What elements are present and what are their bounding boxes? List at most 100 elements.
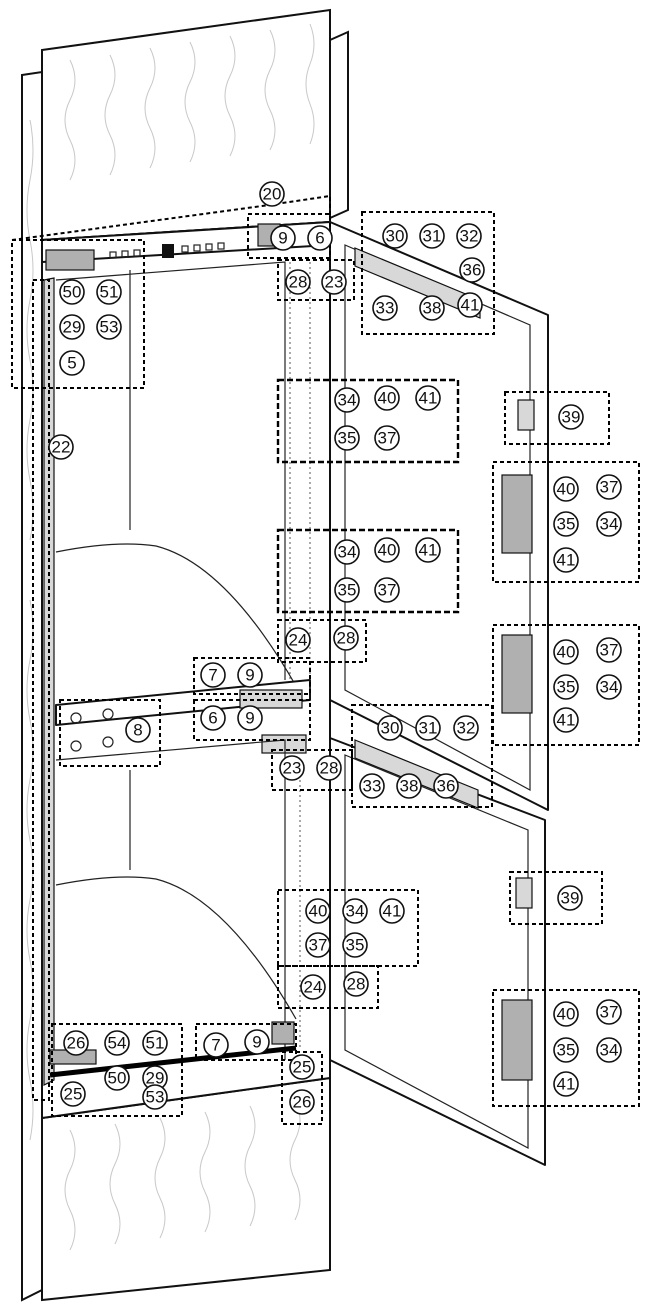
callout-34: 34 (334, 539, 360, 565)
svg-text:28: 28 (337, 629, 356, 648)
svg-text:35: 35 (346, 936, 365, 955)
callout-37: 37 (305, 932, 331, 958)
top-left-trim-block (45, 249, 95, 271)
svg-text:37: 37 (600, 478, 619, 497)
svg-text:34: 34 (600, 678, 619, 697)
callout-40: 40 (374, 385, 400, 411)
svg-text:39: 39 (562, 408, 581, 427)
svg-text:41: 41 (461, 296, 480, 315)
svg-text:41: 41 (383, 902, 402, 921)
callout-41: 41 (379, 898, 405, 924)
svg-text:34: 34 (338, 543, 357, 562)
callout-50: 50 (104, 1065, 130, 1091)
callout-26: 26 (63, 1030, 89, 1056)
svg-text:6: 6 (315, 229, 324, 248)
callout-51: 51 (96, 279, 122, 305)
callout-38: 38 (396, 773, 422, 799)
callout-22: 22 (48, 434, 74, 460)
svg-text:40: 40 (557, 480, 576, 499)
upper-cabinet-panel (41, 8, 349, 242)
svg-text:9: 9 (252, 1033, 261, 1052)
callout-37: 37 (596, 637, 622, 663)
callout-frames (11, 194, 640, 1125)
callout-29: 29 (142, 1065, 168, 1091)
callout-31: 31 (419, 223, 445, 249)
mid-hinge-lower (261, 734, 307, 754)
svg-text:31: 31 (423, 227, 442, 246)
svg-text:41: 41 (419, 389, 438, 408)
svg-text:32: 32 (460, 227, 479, 246)
callout-39: 39 (557, 885, 583, 911)
callout-34: 34 (596, 1037, 622, 1063)
callout-36: 36 (459, 257, 485, 283)
callout-34: 34 (596, 511, 622, 537)
mounting-bracket-8 (70, 708, 114, 752)
fridge-body (41, 221, 331, 1119)
svg-text:35: 35 (338, 429, 357, 448)
svg-text:40: 40 (557, 643, 576, 662)
callout-50: 50 (59, 279, 85, 305)
svg-text:23: 23 (325, 273, 344, 292)
callout-41: 41 (553, 547, 579, 573)
svg-text:37: 37 (309, 936, 328, 955)
callout-30: 30 (382, 223, 408, 249)
callout-5: 5 (59, 350, 85, 376)
svg-text:30: 30 (386, 227, 405, 246)
callout-41: 41 (415, 537, 441, 563)
callout-40: 40 (553, 639, 579, 665)
callout-6: 6 (200, 705, 226, 731)
callout-38: 38 (419, 295, 445, 321)
svg-text:35: 35 (557, 1041, 576, 1060)
svg-text:50: 50 (63, 283, 82, 302)
svg-text:51: 51 (146, 1034, 165, 1053)
callout-41: 41 (553, 707, 579, 733)
svg-text:7: 7 (211, 1036, 220, 1055)
callout-34: 34 (596, 674, 622, 700)
callout-8: 8 (125, 717, 151, 743)
callout-25: 25 (289, 1054, 315, 1080)
callout-40: 40 (305, 898, 331, 924)
callout-30: 30 (377, 715, 403, 741)
callout-36: 36 (433, 773, 459, 799)
callout-7: 7 (203, 1032, 229, 1058)
svg-text:36: 36 (463, 261, 482, 280)
svg-text:26: 26 (67, 1034, 86, 1053)
svg-text:40: 40 (557, 1005, 576, 1024)
svg-text:34: 34 (338, 391, 357, 410)
callout-53: 53 (96, 314, 122, 340)
callout-37: 37 (374, 425, 400, 451)
callout-28: 28 (316, 755, 342, 781)
callout-20: 20 (259, 181, 285, 207)
svg-text:54: 54 (108, 1034, 127, 1053)
callout-9: 9 (237, 705, 263, 731)
svg-text:9: 9 (245, 709, 254, 728)
upper-door-handle-block-1 (501, 474, 533, 554)
svg-text:9: 9 (245, 666, 254, 685)
callout-28: 28 (285, 269, 311, 295)
callout-35: 35 (553, 1037, 579, 1063)
callout-23: 23 (321, 269, 347, 295)
svg-text:36: 36 (437, 777, 456, 796)
lower-door-tab (515, 877, 533, 909)
callout-24: 24 (300, 974, 326, 1000)
callout-54: 54 (104, 1030, 130, 1056)
callout-41: 41 (553, 1071, 579, 1097)
upper-door-seal-strip (354, 247, 481, 319)
svg-text:50: 50 (108, 1069, 127, 1088)
svg-text:24: 24 (289, 631, 308, 650)
callout-37: 37 (596, 474, 622, 500)
svg-text:5: 5 (67, 354, 76, 373)
bottom-hinge-block (271, 1021, 295, 1045)
svg-text:29: 29 (146, 1069, 165, 1088)
svg-text:22: 22 (52, 438, 71, 457)
svg-text:25: 25 (64, 1085, 83, 1104)
svg-text:53: 53 (146, 1088, 165, 1107)
callout-41: 41 (457, 292, 483, 318)
callout-40: 40 (553, 476, 579, 502)
svg-text:53: 53 (100, 318, 119, 337)
lower-door (299, 737, 546, 1166)
callout-32: 32 (456, 223, 482, 249)
svg-text:35: 35 (557, 678, 576, 697)
callout-31: 31 (415, 715, 441, 741)
